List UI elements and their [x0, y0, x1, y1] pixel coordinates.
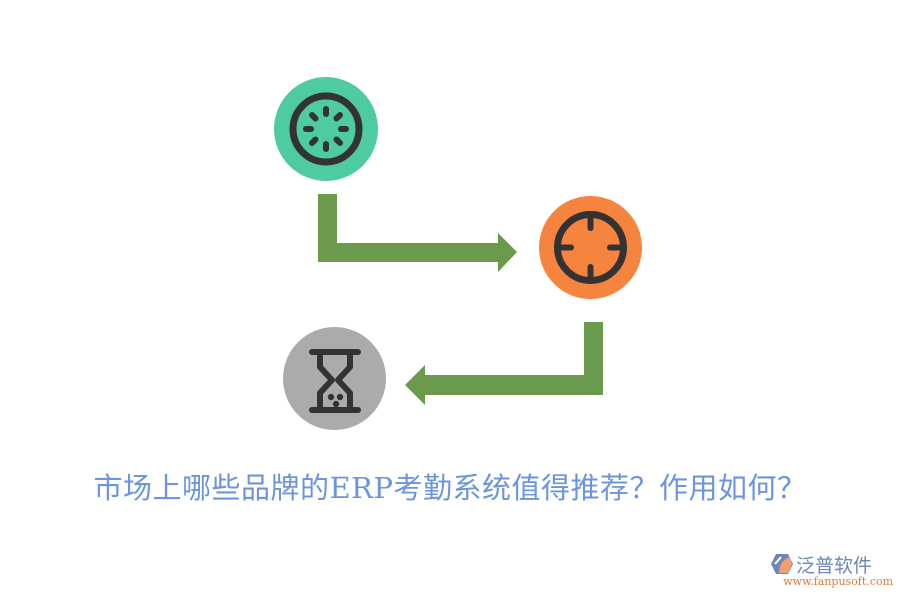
diagram-title: 市场上哪些品牌的ERP考勤系统值得推荐？作用如何？: [93, 471, 807, 505]
node-hourglass: [283, 327, 386, 430]
logo-url: www.fanpusoft.com: [783, 575, 893, 588]
fanpu-logo-icon: [771, 554, 793, 574]
arrow-node2-to-node3: [405, 322, 603, 405]
hourglass-icon: [309, 349, 361, 413]
node-target: [539, 196, 642, 299]
arrow-node1-to-node2: [318, 194, 517, 272]
brand-logo: 泛普软件 www.fanpusoft.com: [768, 551, 893, 591]
loading-spinner-icon: [289, 92, 363, 166]
node-loading: [274, 77, 378, 181]
logo-name: 泛普软件: [796, 555, 873, 577]
crosshair-target-icon: [554, 211, 627, 284]
